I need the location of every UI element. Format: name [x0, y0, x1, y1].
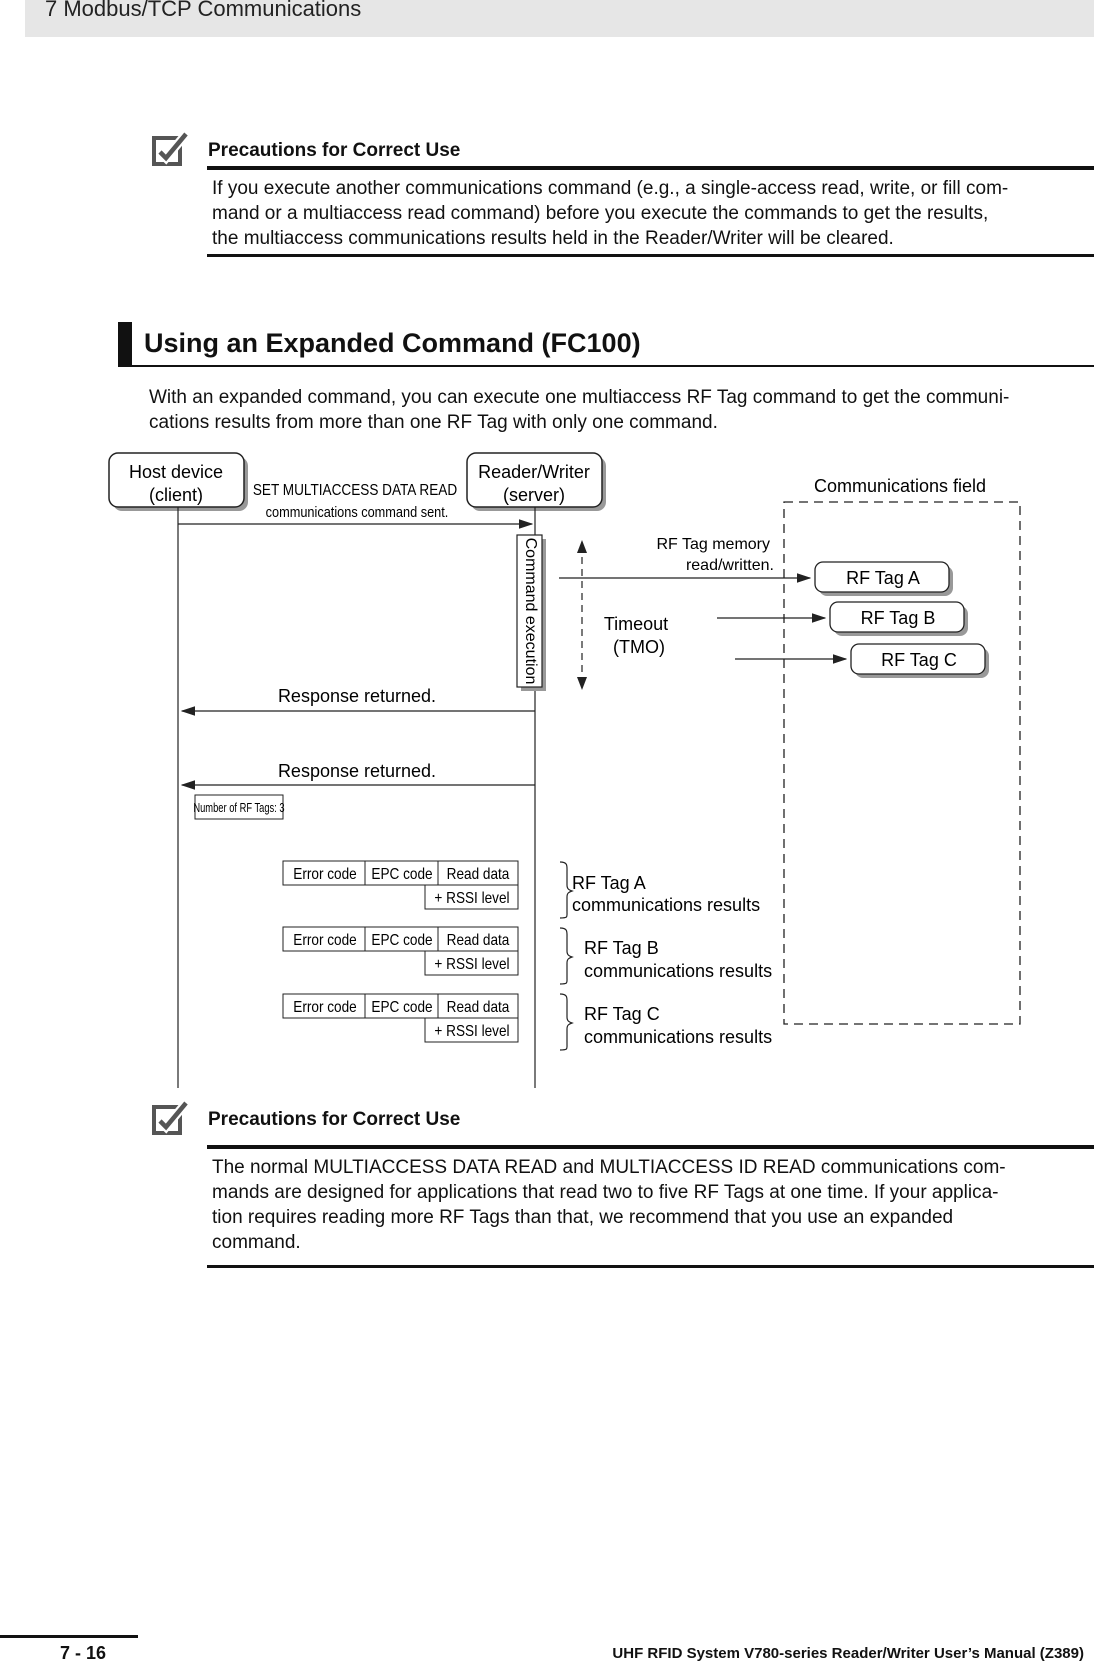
timeout-label-1: Timeout: [604, 614, 668, 634]
epc-code-cell: EPC code: [371, 932, 432, 949]
section-heading: Using an Expanded Command (FC100): [118, 322, 1094, 367]
manual-title: UHF RFID System V780-series Reader/Write…: [612, 1645, 1084, 1662]
comm-field-area: [783, 501, 1021, 1025]
comm-field-label: Communications field: [814, 476, 986, 496]
divider: [207, 1265, 1094, 1268]
chapter-header: 7 Modbus/TCP Communications: [45, 0, 362, 21]
timeout-arrow-down: [577, 677, 587, 690]
divider: [207, 1145, 1094, 1149]
precaution-icon: [152, 1100, 190, 1135]
text-line: If you execute another communications co…: [212, 178, 1009, 199]
page-number: 7 - 16: [60, 1643, 107, 1663]
rssi-cell: + RSSI level: [434, 1023, 509, 1040]
header-bar: [25, 0, 1094, 37]
precautions-title: Precautions for Correct Use: [208, 1109, 461, 1130]
timeout-arrow-up: [577, 540, 587, 553]
result-c-label-2: communications results: [584, 1027, 772, 1047]
divider: [132, 365, 1094, 367]
precaution-icon: [152, 131, 190, 166]
divider: [207, 166, 1094, 170]
cmd-sent-label-2: communications command sent.: [266, 503, 449, 520]
cmd-exec-label: Command execution: [522, 538, 539, 685]
result-c-label-1: RF Tag C: [584, 1004, 660, 1024]
rw-label-2: (server): [503, 485, 565, 505]
num-tags-box: [194, 794, 284, 820]
read-data-cell: Read data: [447, 866, 510, 883]
epc-code-cell: EPC code: [371, 999, 432, 1016]
host-label-2: (client): [149, 485, 203, 505]
command-execution-box: Command execution: [516, 534, 546, 691]
precautions-text: The normal MULTIACCESS DATA READ and MUL…: [212, 1155, 1092, 1255]
text-line: The normal MULTIACCESS DATA READ and MUL…: [212, 1157, 1006, 1178]
tag-b-label: RF Tag B: [861, 608, 936, 628]
precautions-box-1: Precautions for Correct Use If you execu…: [150, 130, 1094, 265]
precautions-box-2: Precautions for Correct Use The normal M…: [150, 1099, 1094, 1274]
result-b-label-1: RF Tag B: [584, 938, 659, 958]
section-title: Using an Expanded Command (FC100): [144, 328, 641, 358]
text-line: With an expanded command, you can execut…: [149, 387, 1010, 408]
result-b-label-2: communications results: [584, 961, 772, 981]
heading-bar: [118, 322, 132, 367]
error-code-cell: Error code: [293, 866, 356, 883]
host-label-1: Host device: [129, 462, 223, 482]
epc-code-cell: EPC code: [371, 866, 432, 883]
error-code-cell: Error code: [293, 932, 356, 949]
rssi-cell: + RSSI level: [434, 890, 509, 907]
text-line: command.: [212, 1232, 301, 1253]
memory-label-2: read/written.: [686, 557, 774, 574]
response-label-2: Response returned.: [278, 761, 436, 781]
footer-rule: [0, 1635, 138, 1638]
result-block-c: Error code EPC code Read data + RSSI lev…: [282, 993, 772, 1051]
cmd-sent-label-1: SET MULTIACCESS DATA READ: [253, 482, 457, 499]
precautions-title: Precautions for Correct Use: [208, 140, 461, 161]
timeout-label-2: (TMO): [613, 637, 665, 657]
result-block-b: Error code EPC code Read data + RSSI lev…: [282, 926, 772, 985]
text-line: mands are designed for applications that…: [212, 1182, 999, 1203]
sequence-diagram: Host device (client) Reader/Writer (serv…: [108, 452, 1021, 1088]
text-line: mand or a multiaccess read command) befo…: [212, 203, 989, 224]
error-code-cell: Error code: [293, 999, 356, 1016]
read-data-cell: Read data: [447, 932, 510, 949]
intro-paragraph: With an expanded command, you can execut…: [149, 385, 1089, 435]
reader-writer-box: Reader/Writer (server): [466, 452, 606, 511]
host-device-box: Host device (client): [108, 452, 248, 511]
text-line: cations results from more than one RF Ta…: [149, 412, 718, 433]
tag-c-label: RF Tag C: [881, 650, 957, 670]
text-line: tion requires reading more RF Tags than …: [212, 1207, 954, 1228]
tag-a-label: RF Tag A: [846, 568, 920, 588]
num-tags-label: Number of RF Tags: 3: [193, 802, 284, 816]
response-label-1: Response returned.: [278, 686, 436, 706]
rf-tag-a: RF Tag A: [814, 561, 953, 596]
read-data-cell: Read data: [447, 999, 510, 1016]
result-a-label-1: RF Tag A: [572, 873, 646, 893]
rf-tag-b: RF Tag B: [829, 601, 968, 636]
divider: [207, 254, 1094, 257]
result-block-a: Error code EPC code Read data + RSSI lev…: [282, 860, 760, 919]
rf-tag-c: RF Tag C: [850, 643, 989, 678]
result-a-label-2: communications results: [572, 895, 760, 915]
precautions-text: If you execute another communications co…: [212, 176, 1092, 251]
memory-label-1: RF Tag memory: [656, 536, 770, 553]
rssi-cell: + RSSI level: [434, 956, 509, 973]
text-line: the multiaccess communications results h…: [212, 228, 894, 249]
rw-label-1: Reader/Writer: [478, 462, 590, 482]
